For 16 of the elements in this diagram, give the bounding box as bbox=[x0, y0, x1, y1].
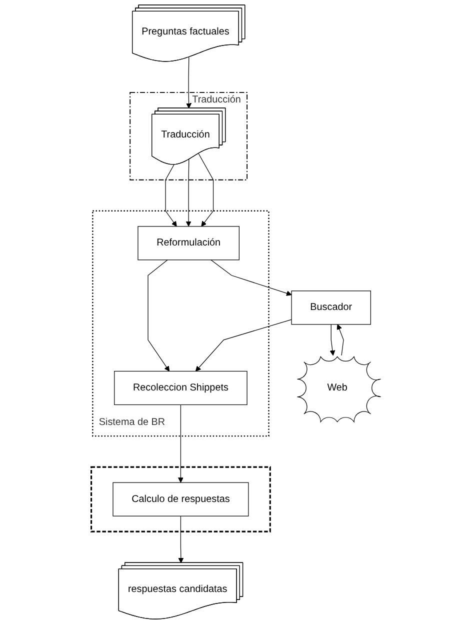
arrow bbox=[210, 260, 292, 296]
arrow bbox=[330, 324, 336, 356]
node-box: Calculo de respuestas bbox=[112, 482, 249, 516]
arrow bbox=[165, 164, 177, 227]
node-box: Recoleccion Shippets bbox=[114, 370, 248, 406]
arrow bbox=[336, 324, 344, 356]
arrow bbox=[186, 159, 192, 227]
node-box: Reformulación bbox=[138, 226, 240, 260]
arrow bbox=[198, 153, 214, 227]
node-box: Buscador bbox=[291, 290, 371, 325]
arrow bbox=[195, 319, 292, 372]
arrow bbox=[178, 516, 184, 564]
arrow bbox=[148, 260, 170, 372]
arrow bbox=[186, 56, 192, 108]
cluster bbox=[90, 466, 271, 532]
arrow bbox=[178, 404, 184, 483]
